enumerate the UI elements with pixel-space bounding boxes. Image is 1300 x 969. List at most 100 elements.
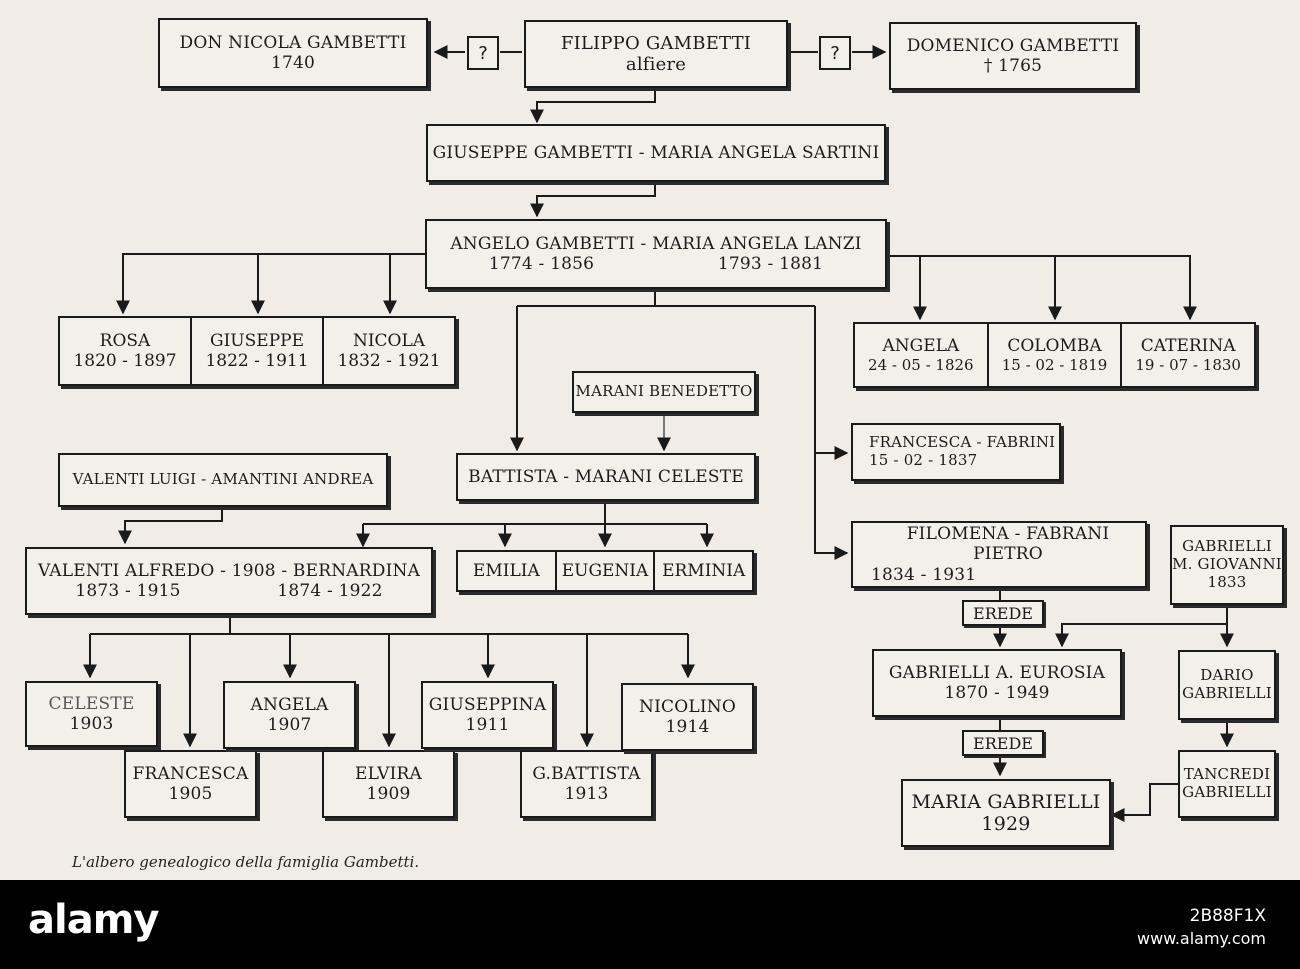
node-tancredi-gabrielli: TANCREDI GABRIELLI <box>1178 750 1276 818</box>
node-date: 1907 <box>267 715 312 735</box>
node-name: EMILIA <box>472 560 540 581</box>
node-filippo-gambetti: FILIPPO GAMBETTI alfiere <box>524 20 788 88</box>
node-date: 1834 - 1931 <box>871 564 977 585</box>
node-name: TANCREDI <box>1183 765 1271 784</box>
node-name: ROSA <box>99 330 151 351</box>
image-id: 2B88F1X <box>1189 906 1266 926</box>
node-date: 15 - 02 - 1819 <box>1001 356 1108 375</box>
node-elvira: ELVIRA 1909 <box>322 750 455 818</box>
node-date-right: 1793 - 1881 <box>717 254 824 274</box>
node-dates: 1774 - 1856 1793 - 1881 <box>427 254 885 274</box>
node-name: GIUSEPPE <box>210 330 304 351</box>
node-name: CELESTE <box>48 693 135 714</box>
node-date-right: 1874 - 1922 <box>277 581 383 601</box>
group-rosa-giuseppe-nicola: ROSA 1820 - 1897 GIUSEPPE 1822 - 1911 NI… <box>58 316 456 386</box>
node-gabrielli-m-giovanni: GABRIELLI M. GIOVANNI 1833 <box>1170 525 1284 605</box>
node-name: EUGENIA <box>561 560 649 581</box>
family-tree-diagram: DON NICOLA GAMBETTI 1740 ? FILIPPO GAMBE… <box>0 0 1300 880</box>
watermark-image-id: 2B88F1X www.alamy.com <box>1137 905 1266 950</box>
node-date: 19 - 07 - 1830 <box>1135 356 1241 375</box>
node-name: GIUSEPPINA <box>428 694 547 715</box>
node-date: 15 - 02 - 1837 <box>869 451 978 469</box>
node-angela: ANGELA 24 - 05 - 1826 <box>855 324 989 386</box>
watermark-url: www.alamy.com <box>1137 928 1266 948</box>
node-name: COLOMBA <box>1007 335 1102 356</box>
node-dario-gabrielli: DARIO GABRIELLI <box>1178 650 1276 720</box>
node-angelo-gambetti-maria-angela-lanzi: ANGELO GAMBETTI - MARIA ANGELA LANZI 177… <box>425 219 887 289</box>
node-name: MARANI BENEDETTO <box>575 382 753 401</box>
node-eugenia: EUGENIA <box>557 552 656 590</box>
node-name: GABRIELLI <box>1182 537 1272 556</box>
node-name: FRANCESCA <box>132 763 249 784</box>
node-name: GABRIELLI A. EUROSIA <box>888 662 1106 683</box>
node-name: FILIPPO GAMBETTI <box>560 32 752 54</box>
node-date-left: 1873 - 1915 <box>75 581 181 601</box>
group-angela-colomba-caterina: ANGELA 24 - 05 - 1826 COLOMBA 15 - 02 - … <box>853 322 1256 388</box>
node-name-2: GABRIELLI <box>1182 783 1272 801</box>
node-date: 1929 <box>981 813 1031 835</box>
node-name: ANGELA <box>882 335 960 356</box>
node-name: VALENTI ALFREDO - 1908 - BERNARDINA <box>37 560 421 581</box>
node-date: † 1765 <box>983 56 1043 76</box>
unknown-relation-right-marker: ? <box>819 36 851 70</box>
watermark-brand: alamy <box>28 897 159 943</box>
node-filomena-fabrani-pietro: FILOMENA - FABRANI PIETRO 1834 - 1931 <box>851 521 1147 588</box>
node-date: 1913 <box>564 784 609 804</box>
node-erminia: ERMINIA <box>655 552 752 590</box>
node-date: 1911 <box>465 715 510 735</box>
unknown-relation-left-marker: ? <box>467 36 499 70</box>
node-role: alfiere <box>625 54 687 75</box>
node-name: FILOMENA - FABRANI PIETRO <box>906 524 1110 565</box>
node-maria-gabrielli: MARIA GABRIELLI 1929 <box>901 779 1111 847</box>
node-emilia: EMILIA <box>458 552 557 590</box>
node-date: 1740 <box>270 53 316 73</box>
node-celeste: CELESTE 1903 <box>25 681 158 747</box>
node-date: 24 - 05 - 1826 <box>868 356 974 375</box>
connector-lines <box>83 45 1234 822</box>
node-date: 1833 <box>1207 572 1247 591</box>
node-date: 1909 <box>366 784 411 804</box>
group-emilia-eugenia-erminia: EMILIA EUGENIA ERMINIA <box>456 550 754 592</box>
node-date: 1903 <box>69 714 114 734</box>
node-g-battista: G.BATTISTA 1913 <box>520 750 653 818</box>
node-date: 1914 <box>665 717 710 737</box>
node-date: 1905 <box>168 784 213 804</box>
node-name: ERMINIA <box>662 560 746 581</box>
node-name: G.BATTISTA <box>532 763 641 784</box>
node-name: ELVIRA <box>355 763 422 784</box>
node-date: 1820 - 1897 <box>73 351 177 371</box>
node-valenti-alfredo-bernardina: VALENTI ALFREDO - 1908 - BERNARDINA 1873… <box>25 547 433 615</box>
node-date: 1822 - 1911 <box>205 351 309 371</box>
node-name: DON NICOLA GAMBETTI <box>179 32 407 53</box>
node-name: MARIA GABRIELLI <box>911 790 1101 813</box>
node-rosa: ROSA 1820 - 1897 <box>60 318 192 384</box>
erede-label-2: EREDE <box>962 730 1044 756</box>
node-name: ANGELA <box>250 694 329 715</box>
node-name: CATERINA <box>1140 335 1236 356</box>
node-name: GIUSEPPE GAMBETTI - MARIA ANGELA SARTINI <box>432 142 880 163</box>
node-angela-1907: ANGELA 1907 <box>223 681 356 749</box>
node-giuseppina: GIUSEPPINA 1911 <box>421 681 554 749</box>
node-giuseppe-gambetti-maria-angela-sartini: GIUSEPPE GAMBETTI - MARIA ANGELA SARTINI <box>426 124 886 182</box>
node-gabrielli-a-eurosia: GABRIELLI A. EUROSIA 1870 - 1949 <box>872 649 1122 717</box>
node-battista-marani-celeste: BATTISTA - MARANI CELESTE <box>456 453 756 501</box>
node-name: FRANCESCA - FABRINI <box>869 433 1056 452</box>
node-name: ANGELO GAMBETTI - MARIA ANGELA LANZI <box>450 233 862 254</box>
node-caterina: CATERINA 19 - 07 - 1830 <box>1122 324 1254 386</box>
node-name-2: GABRIELLI <box>1182 684 1272 702</box>
node-domenico-gambetti: DOMENICO GAMBETTI † 1765 <box>889 22 1137 90</box>
node-giuseppe: GIUSEPPE 1822 - 1911 <box>192 318 324 384</box>
node-colomba: COLOMBA 15 - 02 - 1819 <box>989 324 1123 386</box>
node-date: 1832 - 1921 <box>337 351 441 371</box>
node-don-nicola-gambetti: DON NICOLA GAMBETTI 1740 <box>158 18 428 88</box>
node-nicolino: NICOLINO 1914 <box>621 683 754 751</box>
node-name: DARIO <box>1200 666 1254 685</box>
node-dates: 1873 - 1915 1874 - 1922 <box>27 581 431 601</box>
node-francesca-fabrini: FRANCESCA - FABRINI 15 - 02 - 1837 <box>851 423 1061 481</box>
node-name: NICOLA <box>352 330 426 351</box>
node-date-left: 1774 - 1856 <box>488 254 595 274</box>
node-marani-benedetto: MARANI BENEDETTO <box>572 371 756 413</box>
erede-label-1: EREDE <box>962 600 1044 626</box>
node-valenti-luigi-amantini-andrea: VALENTI LUIGI - AMANTINI ANDREA <box>58 453 388 507</box>
node-date: 1870 - 1949 <box>944 683 1050 703</box>
